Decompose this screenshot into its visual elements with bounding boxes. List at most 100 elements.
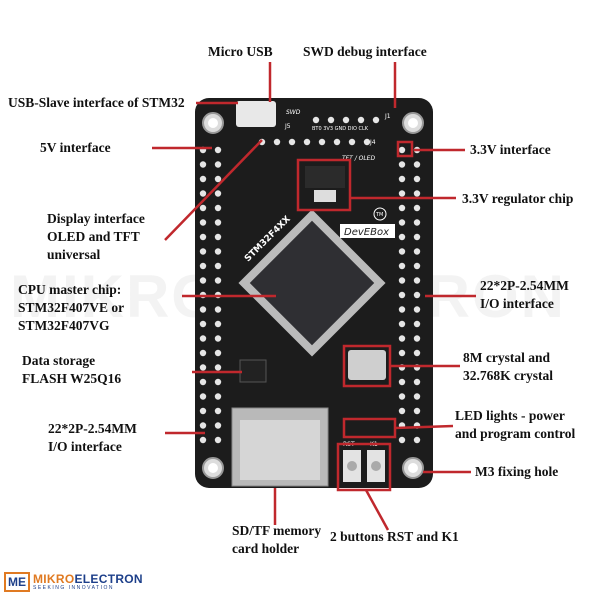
header-pin [398, 335, 406, 342]
header-pin [214, 161, 222, 168]
header-pin [398, 407, 406, 415]
header-pin [348, 138, 356, 146]
header-pin [199, 175, 207, 183]
header-pin [199, 262, 207, 270]
header-pin [199, 422, 207, 429]
j4-label: J4 [369, 139, 376, 146]
header-pin [214, 349, 222, 357]
header-pin [199, 349, 207, 357]
header-pin [413, 349, 421, 357]
header-pin [214, 320, 222, 328]
callout-lines [152, 62, 476, 531]
header-pin [214, 436, 222, 444]
header-pin [214, 364, 222, 371]
header-pin [398, 233, 406, 241]
header-pin [214, 378, 222, 386]
header-pin [398, 175, 406, 183]
header-pin [214, 422, 222, 429]
header-pin [214, 248, 222, 255]
header-pin [214, 175, 222, 183]
label-usb-slave: USB-Slave interface of STM32 [8, 95, 185, 110]
swd-pins: BT0 3V3 GND DIO CLK [312, 126, 369, 132]
header-pin [398, 306, 406, 313]
header-pin [413, 262, 421, 270]
header-pin [398, 262, 406, 270]
header-pin [372, 116, 380, 124]
header-pin [214, 233, 222, 241]
header-pin [288, 138, 296, 146]
header-pin [214, 146, 222, 154]
label-buttons: 2 buttons RST and K1 [330, 529, 459, 544]
header-pin [357, 116, 365, 124]
header-pin [398, 277, 406, 284]
header-pin [199, 161, 207, 168]
brand-label: DevEBox [344, 227, 389, 238]
header-pin [398, 349, 406, 357]
header-pin [413, 277, 421, 284]
mikroelectron-logo: ME MIKROELECTRON SEEKING INNOVATION [4, 572, 143, 592]
header-pin [303, 138, 311, 146]
header-pin [199, 219, 207, 226]
header-pin [199, 378, 207, 386]
header-pin [413, 219, 421, 226]
header-pin [214, 262, 222, 270]
header-pin [312, 116, 320, 124]
header-pin [398, 436, 406, 444]
header-pin [199, 204, 207, 212]
label-5v: 5V interface [40, 140, 111, 155]
micro-usb-connector [236, 101, 276, 127]
header-pin [413, 335, 421, 342]
header-pin [398, 291, 406, 299]
header-pin [398, 320, 406, 328]
swd-tag: SWD [286, 109, 301, 116]
header-pin [413, 190, 421, 197]
label-3v3: 3.3V interface [470, 142, 551, 157]
j1-label: J1 [384, 113, 391, 120]
header-pin [199, 277, 207, 284]
header-pin [413, 161, 421, 168]
header-pin [333, 138, 341, 146]
header-pin [273, 138, 281, 146]
header-pin [214, 277, 222, 284]
regulator-chip [305, 166, 345, 188]
header-pin [318, 138, 326, 146]
header-pin [398, 204, 406, 212]
label-swd: SWD debug interface [303, 44, 427, 59]
header-pin [413, 291, 421, 299]
header-pin [199, 233, 207, 241]
header-pin [413, 436, 421, 444]
header-pin [199, 335, 207, 342]
header-pin [199, 190, 207, 197]
header-pin [398, 378, 406, 386]
j5-label: J5 [284, 123, 291, 130]
header-pin [199, 364, 207, 371]
header-pin [413, 233, 421, 241]
header-pin [413, 306, 421, 313]
header-pin [398, 190, 406, 197]
header-pin [214, 393, 222, 400]
header-pin [199, 436, 207, 444]
header-pin [199, 248, 207, 255]
header-pin [413, 320, 421, 328]
header-pin [413, 378, 421, 386]
header-pin [199, 393, 207, 400]
header-pin [199, 306, 207, 313]
header-pin [398, 161, 406, 168]
header-pin [199, 320, 207, 328]
header-pin [413, 204, 421, 212]
label-regulator: 3.3V regulator chip [462, 191, 574, 206]
header-pin [214, 219, 222, 226]
crystal [348, 350, 386, 380]
header-pin [327, 116, 335, 124]
header-pin [342, 116, 350, 124]
header-pin [398, 393, 406, 400]
